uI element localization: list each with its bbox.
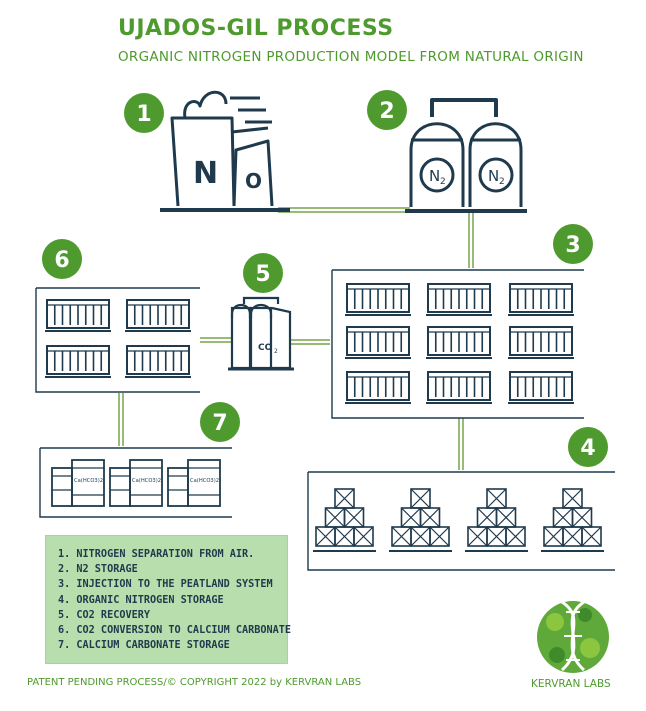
crate-pyramid-icon xyxy=(389,488,452,552)
peat-block-icon xyxy=(508,283,574,316)
n2-storage-tanks-icon xyxy=(405,98,527,213)
svg-text:5: 5 xyxy=(255,262,270,287)
crate-pyramid-icon xyxy=(465,488,528,552)
svg-text:CO: CO xyxy=(258,343,273,353)
barrel-pair-icon: Ca(HCO3)2 xyxy=(51,459,105,507)
copyright-footer: PATENT PENDING PROCESS/© COPYRIGHT 2022 … xyxy=(27,677,362,688)
svg-text:3: 3 xyxy=(565,233,580,258)
n2-tank-label-right: N 2 xyxy=(488,167,505,187)
svg-text:4: 4 xyxy=(580,436,595,461)
diagram-title: UJADOS-GIL PROCESS xyxy=(118,16,394,41)
step-badge-5: 5 xyxy=(243,253,283,293)
n2-tank-label-left: N 2 xyxy=(429,167,446,187)
group-frame-4 xyxy=(307,471,615,571)
legend-item: 3. INJECTION TO THE PEATLAND SYSTEM xyxy=(58,579,273,591)
group-frame-3 xyxy=(331,269,584,419)
peat-block-icon xyxy=(508,371,574,404)
svg-text:2: 2 xyxy=(379,99,394,124)
peat-block-icon xyxy=(426,371,492,404)
barrel-label: Ca(HCO3)2 xyxy=(132,478,161,484)
peat-block-icon xyxy=(345,371,411,404)
factory-letter-n: N xyxy=(193,156,218,191)
organic-nitrogen-crates xyxy=(313,488,604,552)
diagram-subtitle: ORGANIC NITROGEN PRODUCTION MODEL FROM N… xyxy=(118,49,584,65)
peat-block-icon xyxy=(426,326,492,359)
legend-box: 1. NITROGEN SEPARATION FROM AIR. 2. N2 S… xyxy=(45,535,292,664)
barrel-pair-icon: Ca(HCO3)2 xyxy=(167,459,221,507)
kervran-labs-logo-icon xyxy=(537,600,609,673)
legend-item: 1. NITROGEN SEPARATION FROM AIR. xyxy=(58,549,255,560)
group-frame-7 xyxy=(39,447,232,518)
peat-block-icon xyxy=(125,299,191,332)
group-frame-6 xyxy=(35,287,200,393)
svg-text:1: 1 xyxy=(136,102,151,127)
step-badge-2: 2 xyxy=(367,90,407,130)
crate-pyramid-icon xyxy=(541,488,604,552)
peat-block-icon xyxy=(345,283,411,316)
barrel-label: Ca(HCO3)2 xyxy=(74,478,103,484)
legend-item: 6. CO2 CONVERSION TO CALCIUM CARBONATE xyxy=(58,625,292,637)
step-badge-4: 4 xyxy=(568,427,608,467)
connector-lines xyxy=(118,207,474,470)
peatland-block-grid xyxy=(345,283,574,404)
conversion-block-grid xyxy=(45,299,191,378)
legend-item: 5. CO2 RECOVERY xyxy=(58,609,151,621)
peat-block-icon xyxy=(345,326,411,359)
svg-text:2: 2 xyxy=(499,177,505,187)
svg-text:6: 6 xyxy=(54,248,69,273)
peat-block-icon xyxy=(508,326,574,359)
svg-text:N: N xyxy=(429,167,440,185)
co2-label: CO 2 xyxy=(258,343,278,355)
legend-item: 4. ORGANIC NITROGEN STORAGE xyxy=(58,594,224,606)
step-badges: 1 2 3 4 5 6 7 xyxy=(42,90,608,467)
crate-pyramid-icon xyxy=(313,488,376,552)
svg-text:N: N xyxy=(488,167,499,185)
barrel-label: Ca(HCO3)2 xyxy=(190,478,219,484)
legend-item: 2. N2 STORAGE xyxy=(58,564,138,576)
svg-text:7: 7 xyxy=(212,411,227,436)
brand-name: KERVRAN LABS xyxy=(531,678,611,690)
group-frames xyxy=(35,269,615,571)
co2-recovery-tank-icon xyxy=(228,296,294,371)
peat-block-icon xyxy=(45,345,111,378)
factory-letter-o: O xyxy=(245,169,262,193)
peat-block-icon xyxy=(125,345,191,378)
peat-block-icon xyxy=(426,283,492,316)
calcium-carbonate-barrels: Ca(HCO3)2 Ca(HCO3)2 Ca(HCO3)2 xyxy=(51,459,221,507)
peat-block-icon xyxy=(45,299,111,332)
step-badge-7: 7 xyxy=(200,402,240,442)
step-badge-6: 6 xyxy=(42,239,82,279)
barrel-pair-icon: Ca(HCO3)2 xyxy=(109,459,163,507)
svg-text:2: 2 xyxy=(440,177,446,187)
step-badge-3: 3 xyxy=(553,224,593,264)
legend-item: 7. CALCIUM CARBONATE STORAGE xyxy=(58,640,230,652)
step-badge-1: 1 xyxy=(124,93,164,133)
nitrogen-factory-icon xyxy=(160,90,290,212)
svg-text:2: 2 xyxy=(274,348,278,355)
